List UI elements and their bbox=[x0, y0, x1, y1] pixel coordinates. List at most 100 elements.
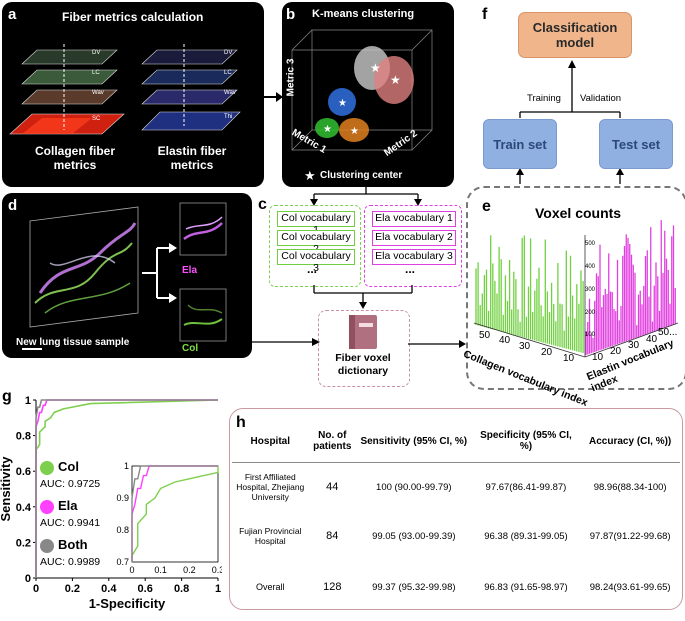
layer-label: DV bbox=[92, 50, 101, 56]
inset-x-tick-label: 0.2 bbox=[183, 565, 196, 575]
layer-label: Wav bbox=[92, 90, 104, 96]
fiber-voxel-dictionary-box bbox=[318, 310, 410, 387]
y-tick-label: 0.6 bbox=[16, 466, 31, 478]
inset-x-tick-label: 0.3 bbox=[212, 565, 222, 575]
legend-ela-dot bbox=[40, 500, 54, 514]
x-tick-label: 0.4 bbox=[101, 583, 117, 595]
svg-text:★: ★ bbox=[370, 61, 381, 75]
specificity-cell: 96.83 (91.65-98.97) bbox=[484, 581, 568, 593]
svg-text:★: ★ bbox=[323, 124, 332, 135]
sensitivity-cell: 99.05 (93.00-99.39) bbox=[372, 530, 456, 542]
z-tick: 200 bbox=[585, 310, 596, 316]
col-vocabulary-ellipsis: ... bbox=[307, 262, 318, 276]
inset-series-col bbox=[131, 466, 219, 562]
x-tick-label: 0 bbox=[33, 583, 39, 595]
left-tick: 40 bbox=[499, 335, 511, 346]
voxel-counts-title: Voxel counts bbox=[535, 205, 622, 221]
panel-a-title: Fiber metrics calculation bbox=[62, 10, 204, 24]
star-icon: ★ bbox=[304, 168, 316, 183]
accuracy-cell: 98.96(88.34-100) bbox=[593, 481, 667, 493]
ela-vocabulary-group bbox=[364, 205, 462, 287]
svg-text:★: ★ bbox=[350, 126, 359, 137]
panel-d: d New lung tissue sample Ela Col bbox=[2, 193, 252, 358]
ela-volume bbox=[179, 202, 227, 256]
right-tick: 50... bbox=[658, 327, 678, 338]
ela-vocabulary-1: Ela vocabulary 1 bbox=[372, 211, 456, 227]
inset-x-tick-label: 0.1 bbox=[154, 565, 167, 575]
hospital-cell: First Affiliated Hospital, Zhejiang Univ… bbox=[236, 472, 305, 502]
layer-label: SC bbox=[92, 116, 101, 122]
right-axis bbox=[584, 322, 679, 358]
table-row: First Affiliated Hospital, Zhejiang Univ… bbox=[232, 463, 680, 511]
results-table: Hospital No. of patients Sensitivity (95… bbox=[232, 420, 680, 613]
arrow-dictionary-e bbox=[408, 340, 466, 348]
legend-ela-auc: AUC: 0.9941 bbox=[40, 517, 101, 529]
elastin-caption: Elastin fiber metrics bbox=[157, 144, 227, 172]
x-axis-label: 1-Specificity bbox=[89, 596, 166, 611]
panel-letter-d: d bbox=[8, 197, 18, 214]
inset-frame bbox=[131, 465, 219, 563]
left-tick: 30 bbox=[519, 341, 531, 352]
col-header-specificity: Specificity (95% CI, %) bbox=[480, 430, 572, 452]
left-tick: 50 bbox=[479, 330, 491, 341]
col-vocabulary-2: Col vocabulary 2 bbox=[277, 230, 355, 255]
inset-y-tick-label: 0.8 bbox=[116, 525, 129, 535]
right-tick: 20 bbox=[610, 346, 622, 357]
scale-bar bbox=[22, 348, 42, 350]
specificity-cell: 97.67(86.41-99.87) bbox=[485, 481, 567, 493]
axis-metric-3: Metric 3 bbox=[285, 58, 297, 97]
train-set-box: Train set bbox=[483, 119, 557, 169]
col-vocabulary-1: Col vocabulary 1 bbox=[277, 211, 355, 236]
panel-c-arrows bbox=[310, 186, 422, 206]
col-label: Col bbox=[182, 343, 199, 354]
ela-label: Ela bbox=[182, 265, 198, 276]
col-vocabulary-3: Col vocabulary 3 bbox=[277, 249, 355, 274]
test-set-box: Test set bbox=[599, 119, 673, 169]
panel-h bbox=[229, 408, 683, 610]
inset-y-tick-label: 0.7 bbox=[116, 557, 129, 567]
roc-chart: 0 0.2 0.4 0.6 0.8 1 0 0.2 0.4 0.6 0.8 1 1-Specificit… bbox=[0, 395, 221, 611]
legend-col-label: Col bbox=[58, 459, 79, 474]
panel-a: a Fiber metrics calculation DV LC Wav SC… bbox=[2, 2, 264, 187]
legend-ela-label: Ela bbox=[58, 498, 78, 513]
classification-model-label: Classification model bbox=[532, 20, 618, 50]
patients-cell: 84 bbox=[326, 530, 339, 542]
inset-y-tick-label: 1 bbox=[124, 461, 129, 471]
panel-letter-b: b bbox=[286, 6, 296, 23]
inset-y-tick-label: 0.9 bbox=[116, 493, 129, 503]
validation-label: Validation bbox=[580, 93, 622, 104]
svg-text:★: ★ bbox=[390, 73, 401, 87]
x-tick-label: 0.6 bbox=[138, 583, 153, 595]
col-vocabulary-group bbox=[269, 205, 361, 287]
panel-letter-f: f bbox=[482, 6, 488, 23]
layer-label: LC bbox=[92, 70, 100, 76]
left-tick: 20 bbox=[541, 347, 553, 358]
x-tick-label: 1 bbox=[215, 583, 221, 595]
y-tick-label: 0.4 bbox=[16, 502, 32, 514]
layer-label: LC bbox=[224, 70, 232, 76]
patients-cell: 128 bbox=[323, 581, 342, 593]
right-tick: 40 bbox=[646, 334, 658, 345]
panel-letter-h: h bbox=[236, 414, 246, 431]
right-tick: 10 bbox=[592, 352, 604, 363]
y-tick-label: 0.8 bbox=[16, 431, 31, 443]
panel-b-title: K-means clustering bbox=[312, 8, 415, 20]
layer-label: Thi bbox=[224, 114, 233, 120]
tissue-volume bbox=[29, 206, 139, 328]
z-tick: 400 bbox=[585, 264, 596, 270]
legend-col-dot bbox=[40, 461, 54, 475]
specificity-cell: 96.38 (89.31-99.05) bbox=[484, 530, 568, 542]
vocab-to-dictionary-arrows bbox=[313, 285, 413, 309]
clustering-center-legend: Clustering center bbox=[320, 170, 403, 181]
panel-letter-e: e bbox=[482, 198, 491, 215]
x-tick-label: 0.2 bbox=[65, 583, 80, 595]
arrow-d-dictionary bbox=[232, 240, 320, 346]
fiber-layer-stacks bbox=[9, 44, 241, 135]
inset-x-tick-label: 0 bbox=[129, 565, 134, 575]
classification-model-box: Classification model bbox=[518, 12, 632, 58]
hospital-cell: Overall bbox=[256, 582, 285, 592]
y-tick-label: 0.2 bbox=[16, 537, 31, 549]
roc-series-col bbox=[35, 399, 219, 578]
panel-letter-a: a bbox=[8, 6, 17, 23]
ela-vocabulary-ellipsis: ... bbox=[405, 262, 416, 276]
